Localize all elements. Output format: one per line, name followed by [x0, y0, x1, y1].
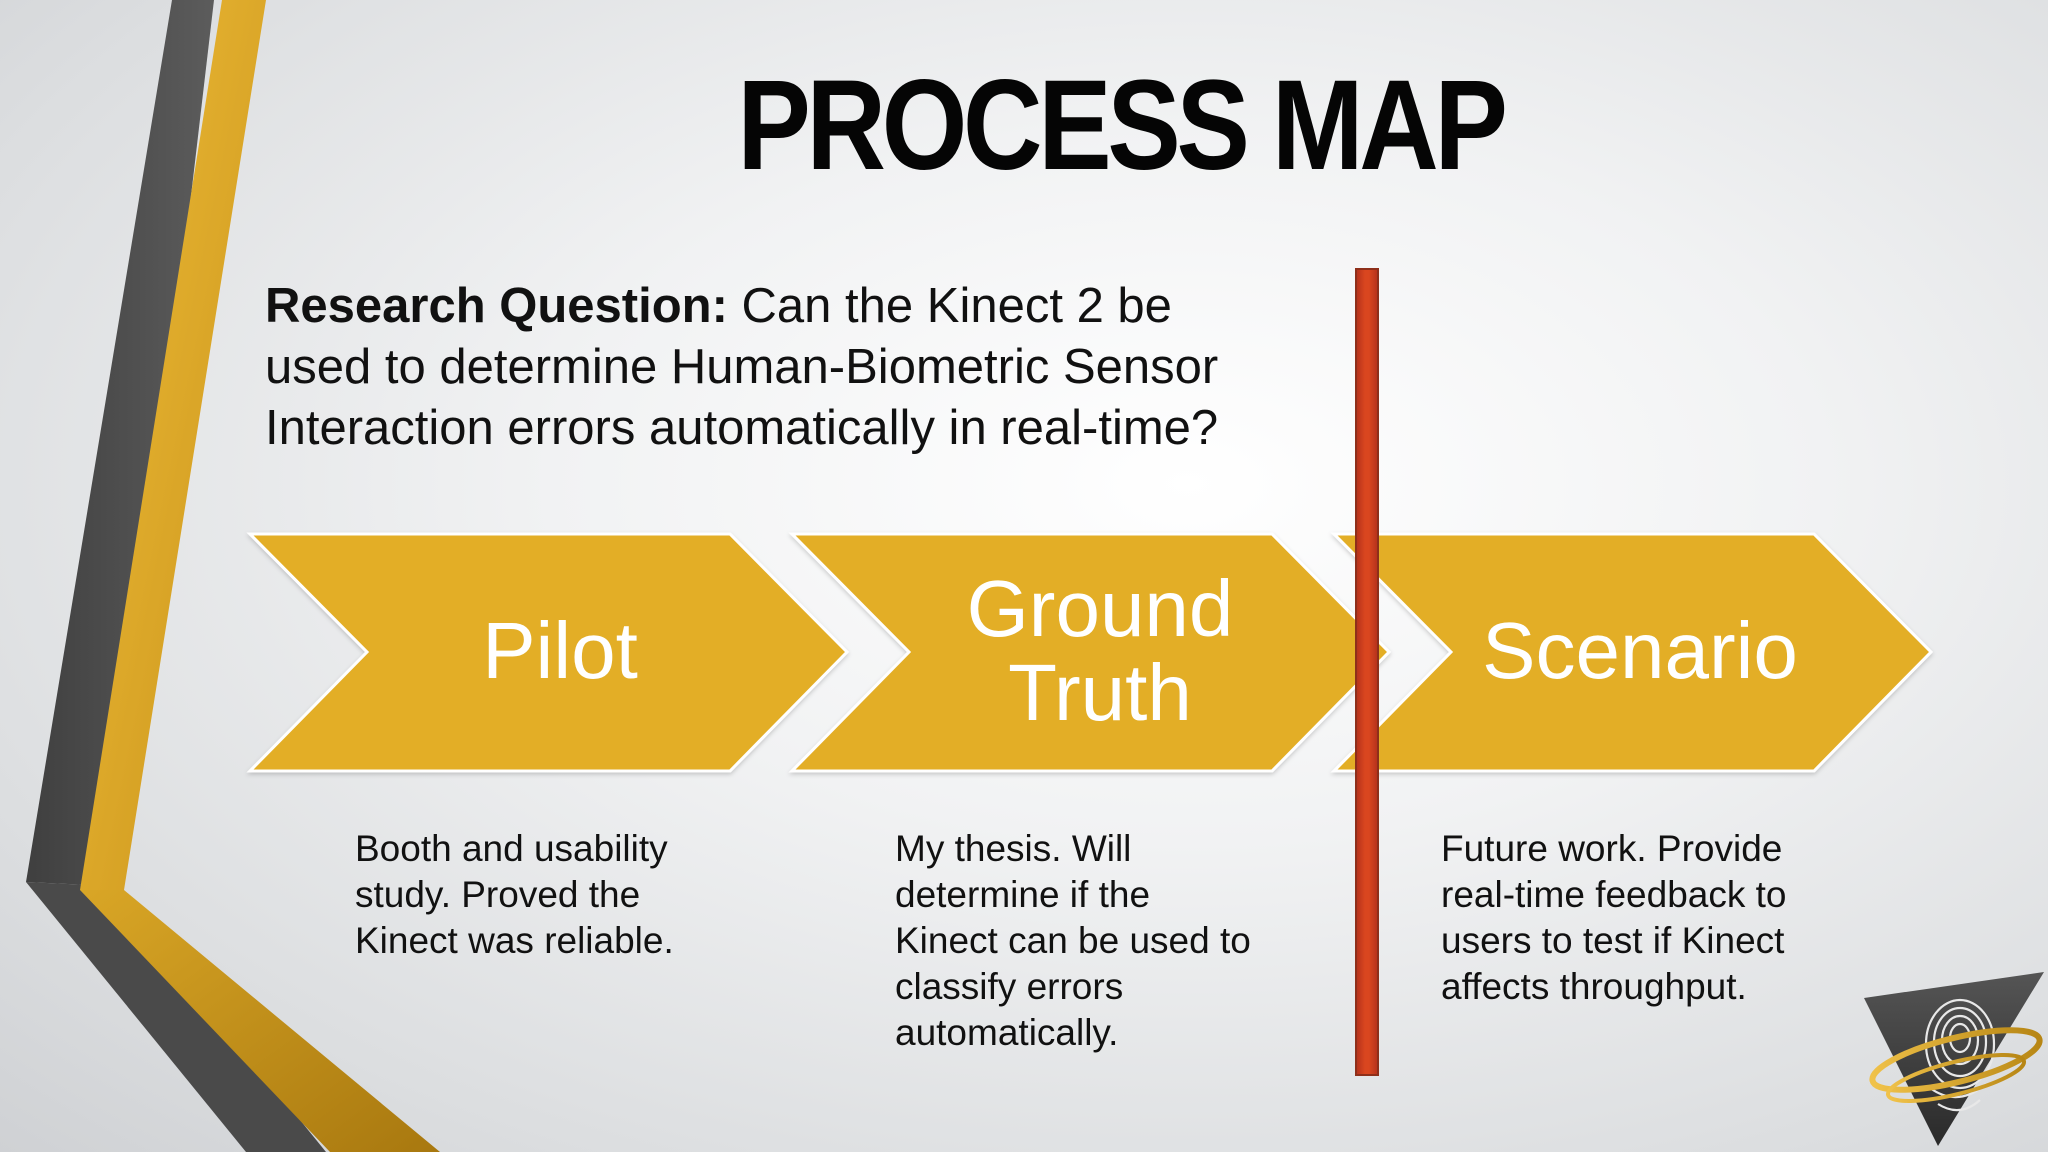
stripe-gold-upper — [80, 0, 266, 890]
step-description-ground-truth: My thesis. Will determine if the Kinect … — [895, 828, 1251, 1053]
stripe-gray-lower — [26, 882, 326, 1152]
chevron-ground-truth — [788, 532, 1392, 773]
step-title-ground-line2: Truth — [1008, 648, 1192, 737]
stripe-gold-lower — [80, 890, 440, 1152]
chevron-scenario — [1330, 532, 1934, 773]
current-progress-divider — [1355, 268, 1379, 1076]
step-title-ground-line1: Ground — [967, 564, 1234, 653]
chevron-pilot — [246, 532, 850, 773]
fingerprint-triangle-logo-icon — [1864, 972, 2044, 1146]
stripe-gray-upper — [26, 0, 214, 886]
page-title: PROCESS MAP — [737, 54, 1508, 197]
step-title-scenario: Scenario — [1482, 606, 1798, 695]
research-question-label: Research Question: — [265, 279, 728, 333]
step-description-scenario: Future work. Provide real-time feedback … — [1441, 828, 1787, 1007]
step-description-pilot: Booth and usability study. Proved the Ki… — [355, 828, 674, 961]
research-question-text: Can the Kinect 2 be used to determine Hu… — [265, 279, 1219, 455]
step-title-pilot: Pilot — [482, 606, 638, 695]
research-question: Research Question: Can the Kinect 2 be u… — [265, 276, 1285, 459]
